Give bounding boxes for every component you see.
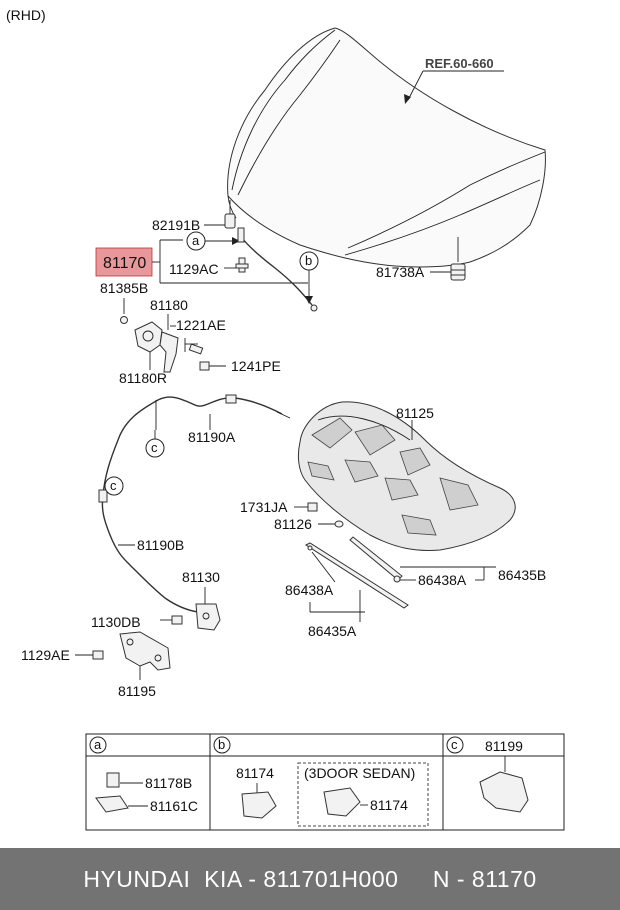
svg-text:a: a — [94, 737, 102, 752]
label-81180: 81180 — [150, 297, 188, 313]
callout-c-lower — [104, 476, 124, 496]
label-81180r: 81180R — [119, 370, 167, 386]
label-86435a: 86435A — [308, 623, 357, 639]
legend-callout-c — [446, 736, 464, 754]
label-81190b: 81190B — [137, 537, 184, 553]
legend-label-81174-right: 81174 — [370, 797, 408, 813]
ref-arrow — [404, 94, 411, 104]
legend-part-81174-left-shape — [241, 791, 277, 819]
label-1130db: 1130DB — [91, 614, 141, 630]
legend-label-81174-left: 81174 — [236, 765, 274, 781]
ref-label: REF.60-660 — [425, 56, 494, 71]
legend-label-81161c: 81161C — [150, 798, 198, 814]
seal-strips — [304, 536, 409, 609]
legend-part-81178b-shape — [106, 772, 120, 788]
label-1221ae: 1221AE — [176, 317, 226, 333]
label-81738a: 81738A — [376, 264, 425, 280]
label-81195: 81195 — [118, 683, 156, 699]
legend-label-81199: 81199 — [485, 738, 523, 754]
label-86438a-left: 86438A — [285, 582, 334, 598]
label-81385b: 81385B — [100, 280, 148, 296]
label-81125: 81125 — [396, 405, 434, 421]
label-1731ja: 1731JA — [240, 499, 288, 515]
label-1241pe: 1241PE — [231, 358, 281, 374]
label-86435b: 86435B — [498, 567, 546, 583]
label-1129ac: 1129AC — [169, 261, 219, 277]
bolt-1129ac — [235, 257, 249, 273]
label-1129ae: 1129AE — [21, 647, 70, 663]
label-81190a: 81190A — [188, 429, 236, 445]
hood-stay-rod — [237, 227, 318, 312]
svg-text:c: c — [151, 440, 158, 455]
legend-part-81199-shape — [479, 771, 529, 813]
footer-banner: HYUNDAI KIA - 811701H000 N - 81170 — [0, 848, 620, 910]
label-81126: 81126 — [274, 516, 312, 532]
svg-text:b: b — [218, 737, 225, 752]
svg-text:b: b — [305, 253, 312, 268]
footer-text: HYUNDAI KIA - 811701H000 N - 81170 — [83, 865, 537, 892]
stopper-81738a — [450, 237, 466, 281]
parts-diagram: (RHD) REF.60-660 82191B 81170 a 1129AC — [6, 7, 565, 831]
rhd-note: (RHD) — [6, 7, 46, 23]
legend-part-81161c-shape — [95, 795, 129, 813]
svg-text:c: c — [110, 478, 117, 493]
label-86438a-right: 86438A — [418, 572, 467, 588]
bracket-81195 — [119, 631, 171, 671]
legend-callout-a — [89, 736, 107, 754]
label-81170: 81170 — [103, 255, 146, 272]
hood-latch-81180 — [134, 321, 204, 373]
svg-text:c: c — [451, 737, 458, 752]
legend-group-3door — [297, 762, 429, 827]
release-cable — [98, 394, 291, 613]
highlight-box-81170 — [95, 247, 153, 277]
legend-group-title: (3DOOR SEDAN) — [304, 765, 415, 781]
svg-text:a: a — [192, 233, 200, 248]
hood-panel — [227, 27, 546, 268]
release-handle-81130 — [195, 603, 221, 631]
bumper-stop-82191b — [224, 200, 236, 229]
label-81130: 81130 — [182, 569, 220, 585]
legend-callout-b — [213, 736, 231, 754]
hood-insulator-81125 — [297, 401, 516, 551]
legend-label-81178b: 81178B — [145, 775, 192, 791]
label-82191b: 82191B — [152, 217, 200, 233]
legend-part-81174-right-shape — [323, 787, 361, 817]
